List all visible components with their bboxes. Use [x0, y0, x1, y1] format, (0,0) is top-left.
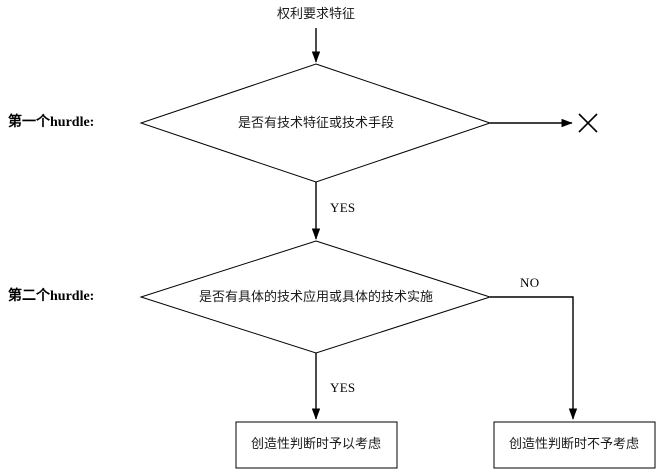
arrow-decision2-no-to-right-terminal — [490, 296, 578, 420]
terminal-label-consider: 创造性判断时予以考虑 — [250, 437, 382, 452]
edge-label-yes-1: YES — [330, 200, 356, 215]
terminal-label-not-consider: 创造性判断时不予考虑 — [508, 437, 640, 452]
decision2-label: 是否有具体的技术应用或具体的技术实施 — [198, 290, 434, 305]
row-label-first-hurdle: 第一个hurdle: — [8, 115, 95, 130]
row-label-second-hurdle: 第二个hurdle: — [8, 289, 95, 304]
start-node-label: 权利要求特征 — [276, 7, 356, 22]
terminal-box-not-consider — [493, 421, 656, 469]
cross-mark-icon — [578, 113, 598, 133]
terminal-box-consider — [235, 421, 398, 469]
edge-label-yes-2: YES — [330, 380, 356, 395]
decision1-label: 是否有技术特征或技术手段 — [237, 116, 395, 131]
edge-label-no-2: NO — [520, 275, 540, 290]
